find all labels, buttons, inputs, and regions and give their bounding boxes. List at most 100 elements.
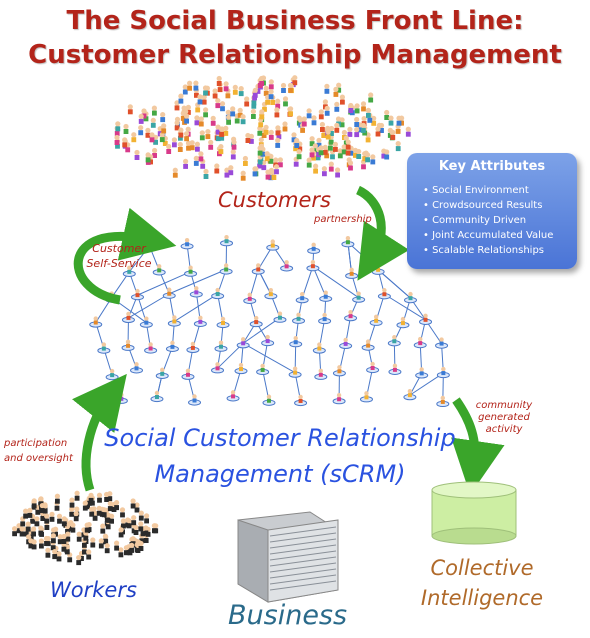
crowd-person (252, 166, 258, 172)
crowd-person (198, 116, 204, 122)
crowd-person (268, 79, 274, 85)
worker-person (50, 533, 57, 539)
crowd-person (263, 85, 269, 91)
key-attributes-title: Key Attributes (438, 159, 546, 174)
business-building-icon (237, 511, 339, 603)
crowd-person (360, 101, 367, 107)
crowd-person (250, 108, 256, 115)
scrm-line-1: Social Customer Relationship (104, 424, 456, 452)
worker-person (76, 555, 82, 561)
title-line-1: The Social Business Front Line: (66, 6, 524, 36)
worker-person (138, 521, 144, 527)
worker-person (45, 547, 51, 553)
crowd-person (259, 109, 265, 115)
worker-person (39, 503, 45, 509)
participation-line-1: participation (4, 438, 68, 449)
crowd-person (240, 114, 246, 120)
network-nodes (89, 235, 450, 408)
worker-person (107, 501, 113, 507)
crowd-person (134, 149, 140, 156)
worker-person (31, 539, 37, 545)
worker-person (74, 506, 80, 512)
worker-person (130, 536, 136, 542)
worker-person (118, 547, 124, 553)
worker-person (138, 510, 144, 516)
crowd-person (197, 94, 203, 100)
worker-person (96, 492, 103, 498)
worker-person (61, 533, 67, 540)
crowd-person (178, 127, 184, 133)
crowd-person (318, 145, 324, 151)
worker-person (126, 518, 132, 524)
crowd-person (237, 107, 243, 113)
crowd-person (341, 144, 347, 150)
crowd-person (259, 75, 265, 82)
crowd-person (275, 125, 281, 131)
crowd-person (122, 137, 128, 143)
worker-person (101, 507, 107, 513)
crowd-person (184, 113, 190, 119)
crowd-person (287, 82, 294, 88)
attribute-item: Joint Accumulated Value (423, 228, 553, 243)
workers-crowd-image (12, 490, 159, 566)
crowd-person (215, 98, 221, 104)
crowd-person (395, 141, 401, 147)
business-label: Business (228, 600, 348, 631)
crowd-person (218, 144, 224, 150)
crowd-person (232, 84, 238, 90)
crowd-person (384, 109, 390, 116)
crowd-person (185, 104, 191, 110)
crowd-person (334, 122, 340, 128)
worker-person (151, 523, 157, 529)
worker-person (98, 538, 104, 544)
crowd-person (151, 105, 157, 111)
worker-person (52, 549, 58, 555)
worker-person (74, 490, 80, 496)
crowd-person (306, 108, 312, 114)
crowd-person (306, 157, 312, 163)
crowd-person (365, 152, 371, 158)
crowd-person (219, 101, 226, 107)
worker-person (129, 542, 135, 549)
crowd-person (184, 131, 190, 137)
crowd-person (345, 139, 351, 145)
crowd-person (294, 137, 300, 144)
collective-intelligence-label: Collective Intelligence (418, 553, 546, 613)
collective-line-2: Intelligence (420, 586, 544, 610)
worker-person (123, 545, 129, 551)
crowd-person (212, 88, 218, 94)
crowd-person (199, 130, 205, 136)
participation-label: participation and oversight (4, 436, 73, 466)
worker-person (26, 534, 32, 540)
crowd-person (288, 106, 294, 112)
crowd-person (245, 132, 251, 139)
attribute-item: Crowdsourced Results (423, 198, 553, 213)
worker-person (104, 543, 110, 549)
worker-person (138, 540, 144, 547)
crowd-person (238, 86, 244, 92)
worker-person (44, 513, 50, 519)
crowd-person (319, 121, 325, 128)
crowd-person (123, 123, 129, 130)
crowd-person (226, 114, 232, 120)
crowd-person (321, 166, 327, 172)
crowd-person (149, 132, 155, 138)
crowd-person (301, 116, 307, 122)
crowd-person (322, 144, 328, 150)
worker-person (118, 527, 124, 533)
crowd-person (282, 121, 288, 127)
crowd-person (275, 98, 281, 104)
crowd-person (370, 154, 376, 160)
worker-person (86, 549, 92, 555)
crowd-person (341, 129, 347, 136)
crowd-person (161, 123, 167, 129)
title-line-2: Customer Relationship Management (28, 40, 562, 70)
worker-person (25, 521, 31, 527)
crowd-person (174, 100, 180, 106)
participation-arrow (72, 373, 127, 492)
worker-person (69, 497, 75, 503)
crowd-person (347, 126, 353, 132)
scrm-label: Social Customer Relationship Management … (60, 420, 500, 492)
worker-person (45, 536, 51, 542)
